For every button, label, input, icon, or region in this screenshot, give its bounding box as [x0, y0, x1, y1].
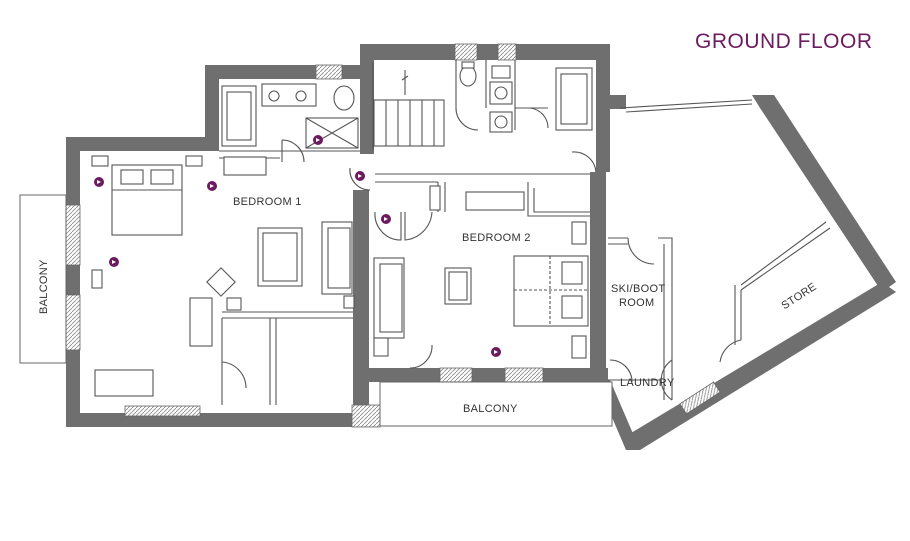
label-ski-boot-room-line2: ROOM — [619, 297, 654, 309]
balconies — [19, 194, 721, 427]
label-ski-boot-room-line1: SKI/BOOT — [611, 283, 665, 295]
bedroom-2-furniture — [373, 185, 589, 359]
window-infills — [65, 43, 544, 428]
bathroom-2-fixtures — [459, 61, 593, 133]
floor-title: GROUND FLOOR — [695, 30, 873, 53]
staircase — [373, 70, 445, 147]
label-bedroom-2: BEDROOM 2 — [462, 232, 531, 244]
label-bedroom-1: BEDROOM 1 — [233, 196, 302, 208]
label-balcony-left: BALCONY — [38, 259, 50, 314]
left-balcony — [19, 194, 67, 364]
label-balcony-bottom: BALCONY — [463, 403, 518, 415]
label-laundry: LAUNDRY — [620, 377, 675, 389]
label-store: STORE — [779, 281, 818, 312]
bedroom-1-furniture — [91, 155, 355, 397]
doors — [221, 107, 742, 401]
bottom-balcony — [379, 381, 613, 427]
bathroom-1-fixtures — [221, 83, 359, 149]
interior-walls — [219, 60, 831, 405]
